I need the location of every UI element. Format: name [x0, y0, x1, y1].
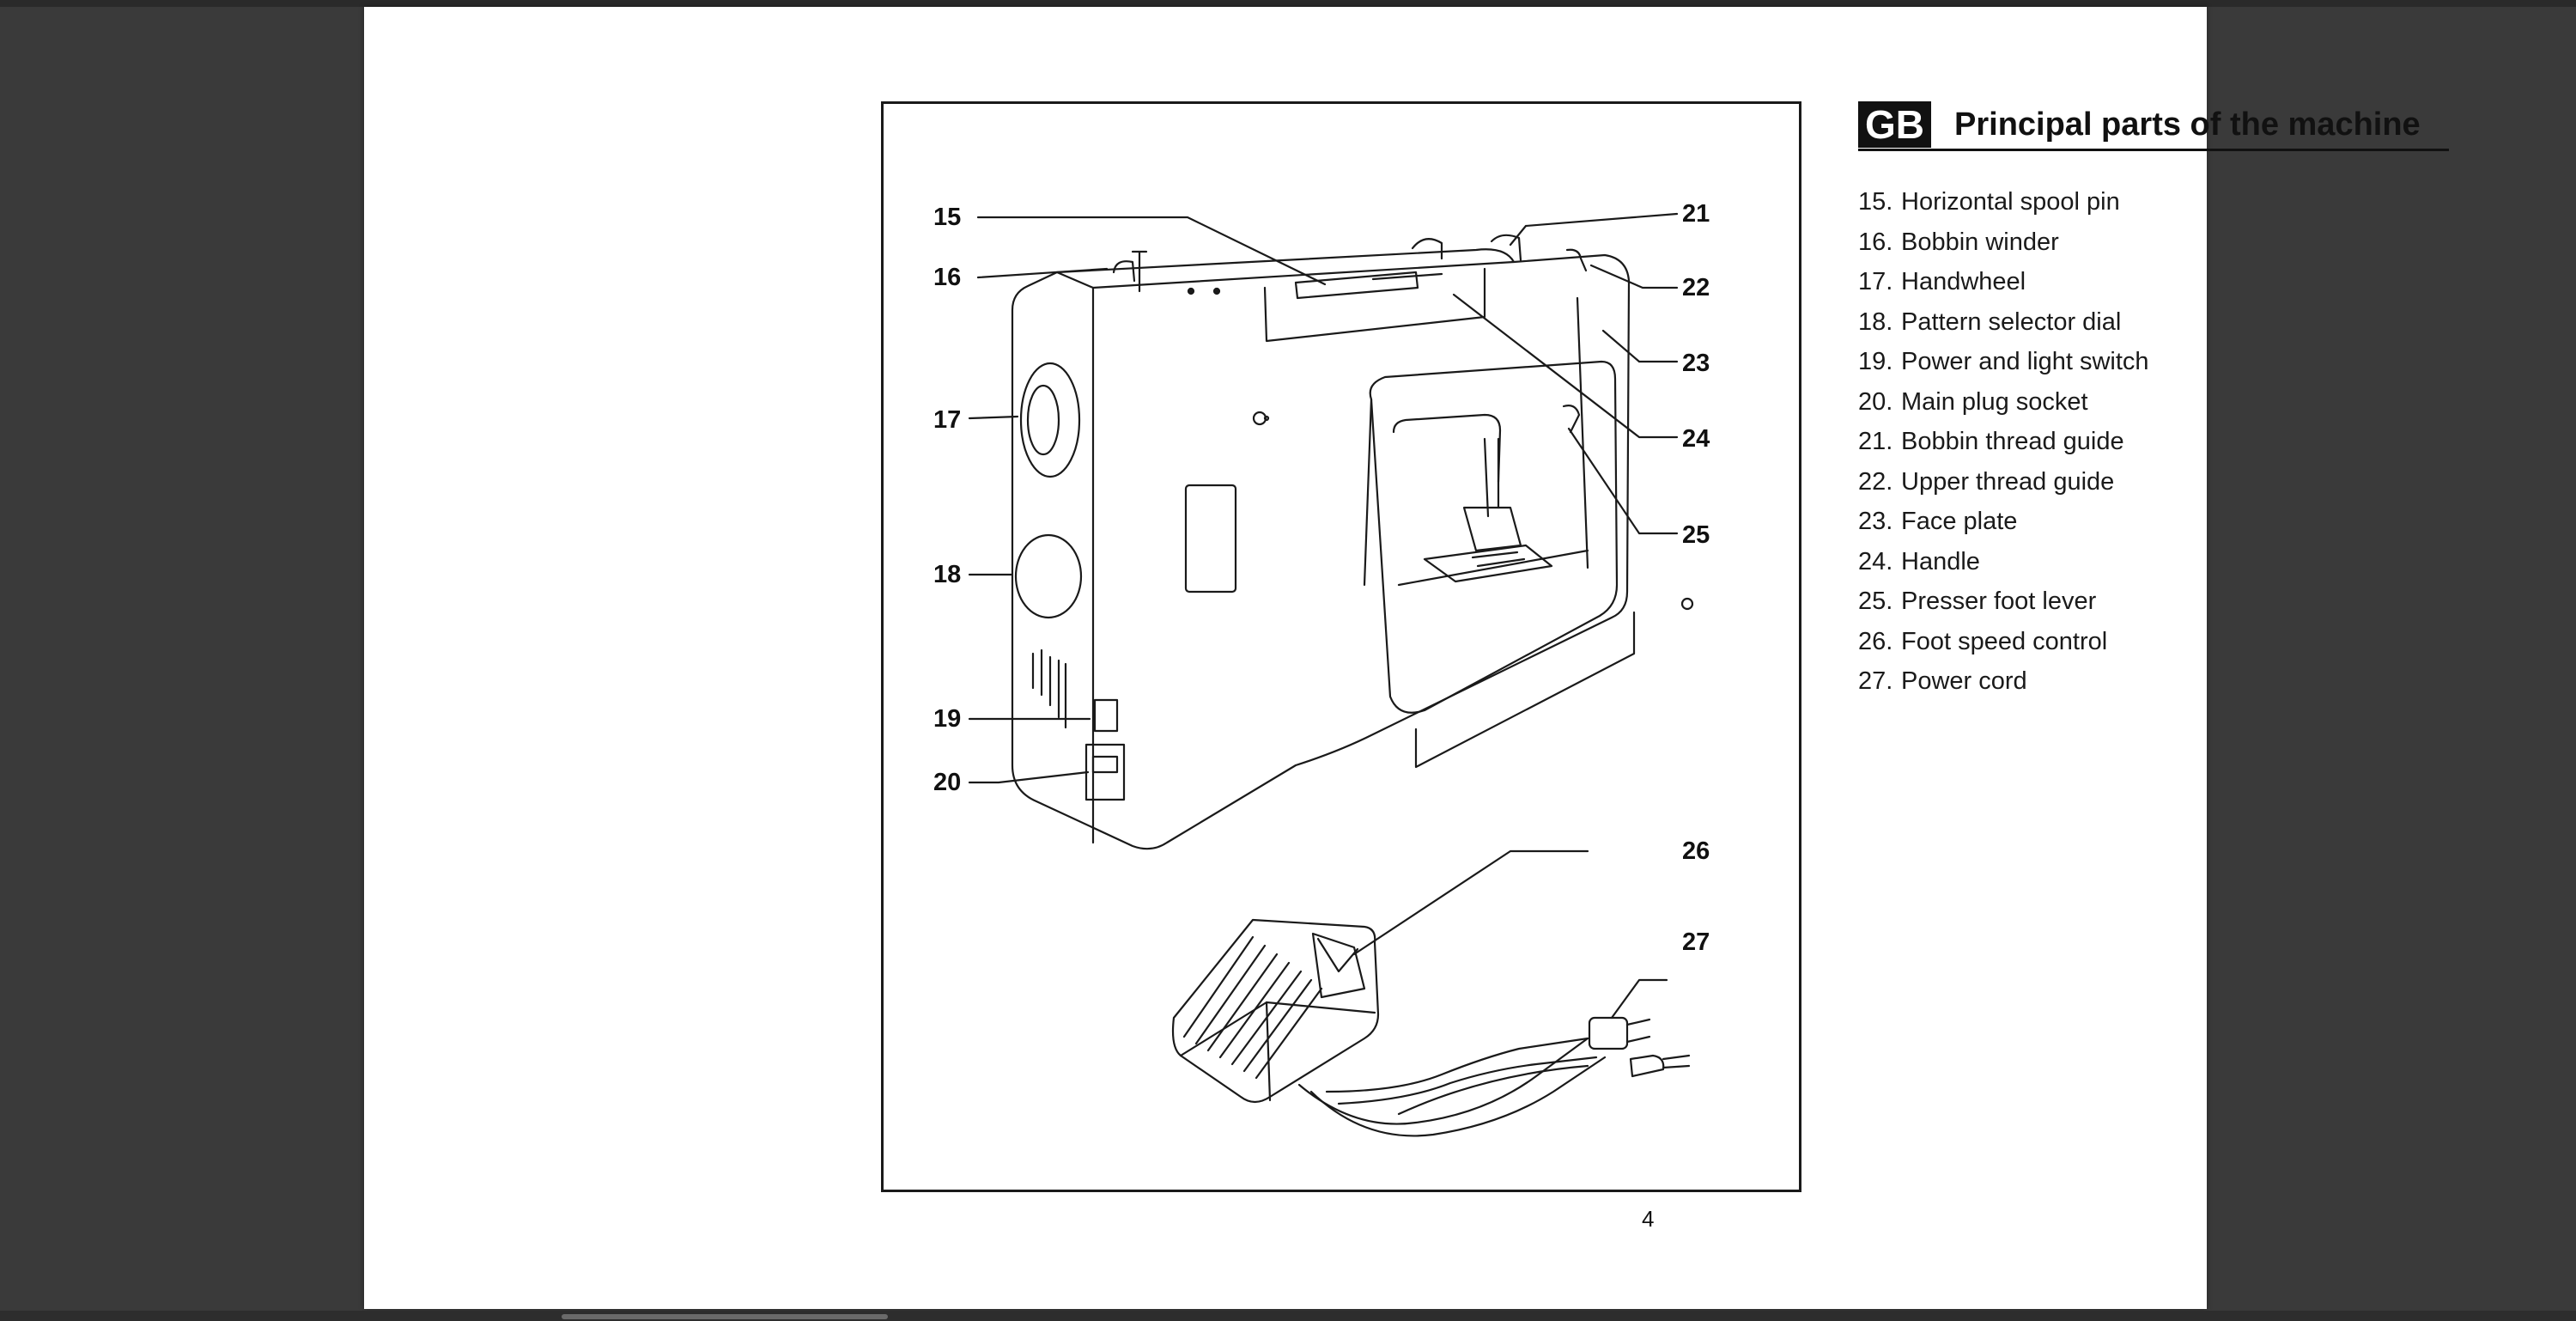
part-label: Horizontal spool pin — [1901, 188, 2120, 216]
part-number: 21. — [1858, 428, 1893, 455]
list-item: 15. Horizontal spool pin — [1858, 182, 2149, 222]
callout-17: 17 — [933, 406, 962, 434]
part-number: 26. — [1858, 627, 1893, 655]
document-page: 15 16 17 18 19 20 21 22 23 24 25 26 27 4… — [364, 7, 2449, 1309]
part-label: Presser foot lever — [1901, 587, 2097, 615]
callout-26: 26 — [1682, 837, 1710, 865]
list-item: 22. Upper thread guide — [1858, 462, 2149, 502]
list-item: 26. Foot speed control — [1858, 622, 2149, 662]
part-label: Main plug socket — [1901, 387, 2088, 416]
part-number: 22. — [1858, 467, 1893, 496]
page-number: 4 — [1642, 1206, 1655, 1232]
part-label: Power and light switch — [1901, 348, 2149, 375]
list-item: 16. Bobbin winder — [1858, 222, 2149, 263]
callout-19: 19 — [933, 705, 962, 733]
callout-18: 18 — [933, 561, 962, 588]
list-item: 17. Handwheel — [1858, 262, 2149, 302]
section-heading: GB Principal parts of the machine — [1858, 101, 2449, 151]
list-item: 18. Pattern selector dial — [1858, 302, 2149, 343]
callout-27: 27 — [1682, 928, 1710, 956]
parts-list: 15. Horizontal spool pin 16. Bobbin winder… — [1858, 182, 2149, 702]
callout-22: 22 — [1682, 274, 1710, 301]
list-item: 25. Presser foot lever — [1858, 581, 2149, 622]
list-item: 19. Power and light switch — [1858, 342, 2149, 382]
list-item: 24. Handle — [1858, 542, 2149, 582]
list-item: 27. Power cord — [1858, 661, 2149, 702]
part-label: Handle — [1901, 547, 1980, 575]
language-badge: GB — [1858, 101, 1931, 148]
viewer-top-bar — [0, 0, 2576, 7]
part-number: 17. — [1858, 268, 1893, 295]
callout-25: 25 — [1682, 521, 1710, 549]
callout-20: 20 — [933, 769, 962, 796]
part-number: 18. — [1858, 307, 1893, 336]
machine-illustration: 15 16 17 18 19 20 21 22 23 24 25 26 27 — [881, 101, 1801, 1192]
horizontal-scrollbar[interactable] — [562, 1314, 888, 1319]
part-label: Bobbin thread guide — [1901, 428, 2124, 455]
part-number: 19. — [1858, 348, 1893, 375]
part-number: 16. — [1858, 228, 1893, 256]
callout-16: 16 — [933, 264, 962, 291]
list-item: 21. Bobbin thread guide — [1858, 422, 2149, 462]
part-number: 15. — [1858, 188, 1893, 216]
page-title: Principal parts of the machine — [1954, 107, 2421, 143]
part-label: Foot speed control — [1901, 627, 2108, 655]
part-number: 25. — [1858, 587, 1893, 615]
part-label: Face plate — [1901, 508, 2018, 535]
list-item: 20. Main plug socket — [1858, 382, 2149, 423]
callout-23: 23 — [1682, 350, 1710, 377]
part-number: 27. — [1858, 667, 1893, 695]
part-number: 20. — [1858, 387, 1893, 416]
part-label: Power cord — [1901, 667, 2027, 695]
callout-21: 21 — [1682, 200, 1710, 228]
part-label: Upper thread guide — [1901, 467, 2115, 496]
part-label: Handwheel — [1901, 268, 2026, 295]
list-item: 23. Face plate — [1858, 502, 2149, 542]
part-number: 23. — [1858, 508, 1893, 535]
part-number: 24. — [1858, 547, 1893, 575]
sewing-machine-drawing — [968, 212, 1694, 1137]
callout-15: 15 — [933, 204, 962, 231]
callout-24: 24 — [1682, 425, 1710, 453]
part-label: Bobbin winder — [1901, 228, 2059, 256]
part-label: Pattern selector dial — [1901, 307, 2122, 336]
viewer-bottom-bar — [0, 1311, 2576, 1321]
